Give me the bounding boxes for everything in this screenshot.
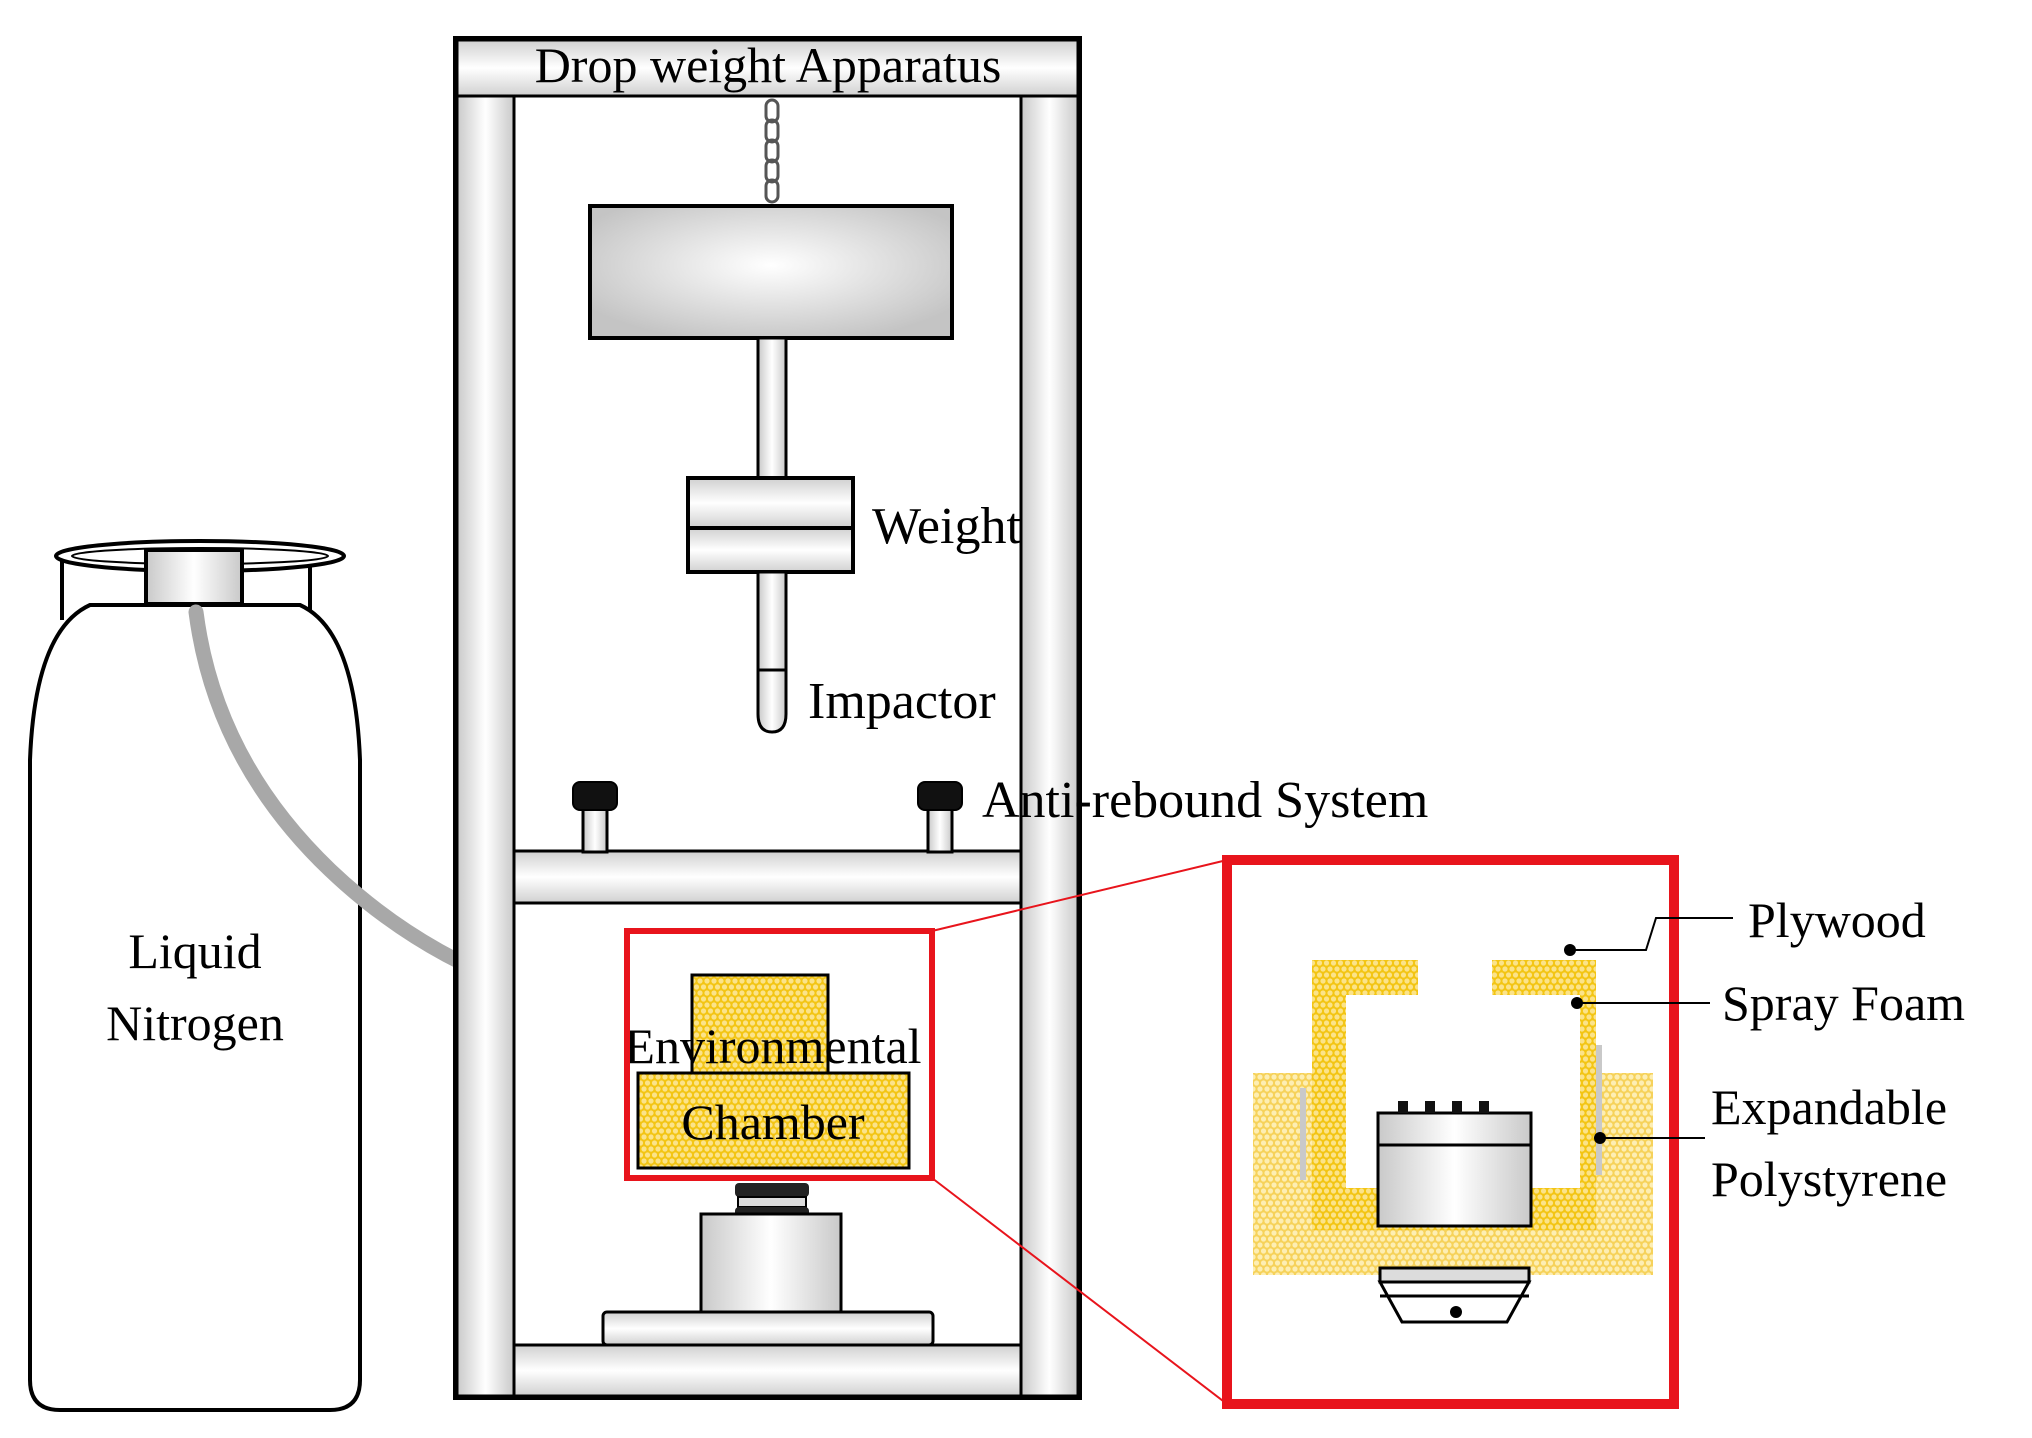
- load-cell: [699, 1212, 843, 1314]
- frame-cross-beam: [512, 849, 1023, 905]
- frame-top-bar: [455, 38, 1080, 98]
- nitrogen-label: Nitrogen: [106, 995, 284, 1051]
- leader-expandable: [1594, 1132, 1705, 1144]
- weight-plate-upper: [686, 476, 855, 530]
- liquid-label: Liquid: [128, 923, 261, 979]
- polystyrene-label: Polystyrene: [1711, 1151, 1947, 1207]
- anti-rebound-right: [917, 781, 963, 854]
- inset-specimen: [1376, 1101, 1533, 1228]
- chamber-label: Chamber: [681, 1094, 865, 1150]
- guide-rod: [756, 336, 788, 480]
- inset-insulation: [1253, 960, 1653, 1275]
- weight-label: Weight: [872, 498, 1021, 555]
- apparatus-title: Drop weight Apparatus: [535, 37, 1002, 93]
- zoom-line-top: [931, 859, 1228, 932]
- plywood-strip-left: [1300, 1088, 1306, 1180]
- base-plate: [601, 1310, 935, 1347]
- anti-rebound-label: Anti-rebound System: [982, 772, 1428, 829]
- zoom-line-bottom: [931, 1177, 1228, 1405]
- anti-rebound-left: [572, 781, 618, 854]
- impactor: [756, 570, 788, 734]
- highlight-box: [624, 928, 935, 1181]
- spray-foam-label: Spray Foam: [1722, 975, 1965, 1031]
- frame-right-column: [1019, 94, 1080, 1398]
- inset-support: [1377, 1266, 1532, 1324]
- spray-foam: [1312, 960, 1596, 1230]
- chamber-body: [636, 1071, 911, 1170]
- frame-left-column: [455, 94, 516, 1398]
- nitrogen-tank: Liquid Nitrogen: [28, 539, 362, 1412]
- drop-mass: [588, 204, 954, 340]
- plywood-label: Plywood: [1748, 892, 1926, 948]
- frame-base-beam: [512, 1343, 1023, 1398]
- leader-spray-foam: [1571, 997, 1710, 1009]
- tank-neck: [144, 548, 244, 606]
- environmental-label: Environmental: [624, 1018, 921, 1074]
- impactor-label: Impactor: [808, 673, 996, 730]
- expandable-label: Expandable: [1711, 1079, 1947, 1135]
- expandable-polystyrene: [1253, 1073, 1653, 1275]
- weight-plate-lower: [686, 526, 855, 574]
- plywood-strip-right: [1596, 1045, 1602, 1175]
- leader-plywood: [1564, 917, 1733, 956]
- chamber-top: [690, 973, 830, 1075]
- chain: [764, 98, 780, 204]
